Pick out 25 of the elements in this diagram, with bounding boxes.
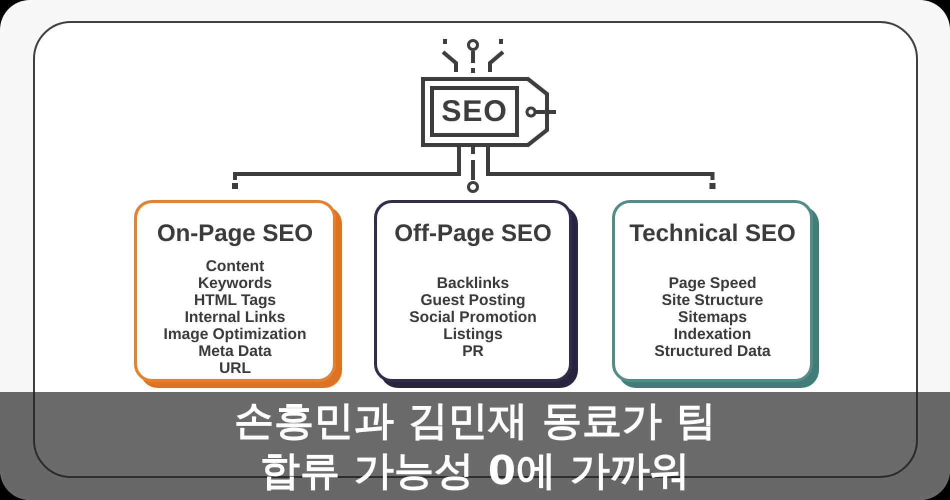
box-heading: Technical SEO — [629, 220, 796, 248]
box-heading: On-Page SEO — [156, 220, 314, 248]
box-heading: Off-Page SEO — [394, 220, 552, 248]
connector-line — [467, 145, 479, 193]
list-item: HTML Tags — [194, 292, 276, 308]
list-item: Guest Posting — [420, 292, 526, 308]
list-item: Sitemaps — [678, 308, 747, 326]
list-item: Site Structure — [662, 292, 764, 308]
connector-line — [232, 147, 461, 189]
list-item: Backlinks — [436, 274, 510, 292]
list-item: Image Optimization — [164, 326, 306, 342]
connector-line — [486, 147, 716, 189]
list-item: Structured Data — [654, 342, 771, 360]
list-item: PR — [462, 342, 484, 360]
list-item: Page Speed — [668, 274, 756, 292]
list-item: Social Promotion — [409, 308, 537, 326]
list-item: Listings — [443, 326, 503, 342]
caption-text: 손흥민과 김민재 동료가 팀 합류 가능성 0에 가까워 — [233, 397, 717, 496]
list-item: Keywords — [198, 274, 272, 292]
list-item: Indexation — [674, 326, 752, 342]
list-item: Meta Data — [198, 342, 272, 360]
list-item: Content — [206, 258, 264, 274]
tag-label: SEO — [441, 96, 508, 128]
list-item: URL — [219, 360, 251, 376]
list-item: Internal Links — [184, 308, 286, 326]
